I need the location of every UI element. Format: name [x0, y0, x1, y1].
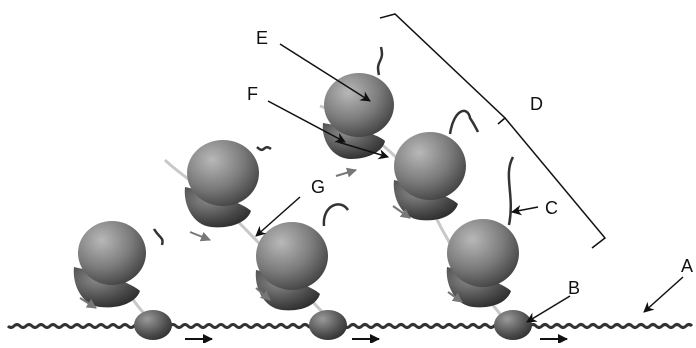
label-b: B — [568, 278, 580, 298]
label-e: E — [256, 28, 268, 48]
ribosome-large-subunit — [394, 132, 466, 200]
pointer-b — [526, 295, 571, 323]
polymerases — [134, 310, 532, 340]
pointer-f2 — [337, 141, 390, 160]
polymerase-2 — [309, 310, 347, 340]
pointer-e — [279, 43, 371, 102]
ribosome-4 — [322, 46, 394, 159]
ribosome-large-subunit — [256, 222, 328, 290]
nascent-peptide — [507, 156, 515, 226]
nascent-peptide — [256, 146, 272, 152]
ribosome-large-subunit — [78, 221, 146, 285]
ribosome-3 — [255, 203, 350, 311]
movement-arrow-3 — [255, 287, 271, 301]
movement-arrow-4 — [335, 167, 357, 178]
nascent-peptide — [322, 203, 350, 227]
label-c: C — [545, 198, 558, 218]
nascent-peptide — [376, 46, 384, 76]
dna-strand — [6, 323, 694, 329]
label-a: A — [681, 256, 693, 276]
ribosome-small-subunit — [322, 123, 385, 159]
label-d: D — [530, 94, 543, 114]
pointer-f — [267, 100, 346, 143]
nascent-peptide — [448, 109, 480, 135]
movement-arrow-5 — [392, 205, 411, 219]
nascent-peptide — [152, 228, 164, 246]
ribosomes — [73, 46, 519, 311]
pointer-c — [510, 205, 539, 216]
pointer-a — [643, 276, 684, 313]
ribosome-large-subunit — [187, 140, 259, 206]
ribosome-2 — [184, 140, 272, 228]
ribosome-large-subunit — [447, 219, 519, 287]
label-pointers — [255, 43, 684, 323]
ribosome-6 — [446, 156, 519, 308]
movement-arrow-2 — [189, 231, 211, 242]
movement-arrow-1 — [79, 297, 97, 309]
ribosome-large-subunit — [324, 73, 394, 137]
label-f: F — [247, 84, 258, 104]
movement-arrow-6 — [447, 291, 463, 303]
polymerase-1 — [134, 310, 172, 340]
pointer-g — [255, 196, 301, 237]
ribosome-5 — [393, 109, 480, 221]
label-g: G — [311, 177, 325, 197]
bracket-d — [379, 13, 607, 249]
polymerase-3 — [494, 310, 532, 340]
ribosome-1 — [73, 221, 164, 308]
movement-arrows — [79, 167, 463, 309]
